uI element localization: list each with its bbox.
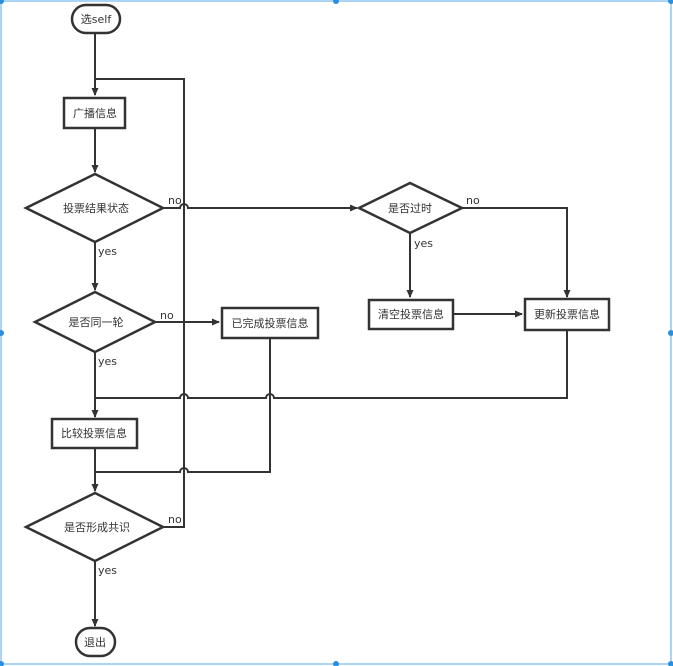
consensus-decision[interactable] bbox=[23, 491, 166, 563]
expired-decision[interactable] bbox=[356, 181, 465, 235]
edge-consensus-no-loop bbox=[95, 78, 185, 528]
clear-vote-box[interactable] bbox=[367, 298, 455, 331]
vote-status-yes-label: yes bbox=[98, 245, 117, 258]
resize-handle-bottom-right[interactable] bbox=[668, 661, 673, 666]
clear-vote-label: 清空投票信息 bbox=[378, 307, 444, 321]
compare-vote-box[interactable] bbox=[50, 417, 139, 450]
same-round-decision[interactable] bbox=[32, 290, 158, 354]
start-label: 选self bbox=[81, 13, 113, 26]
consensus-no-label: no bbox=[168, 513, 182, 526]
broadcast-box[interactable] bbox=[62, 96, 127, 130]
resize-handle-bottom-left[interactable] bbox=[0, 661, 4, 666]
exit-label: 退出 bbox=[84, 635, 106, 649]
edge-vote-status-no bbox=[163, 203, 358, 212]
start-terminator[interactable] bbox=[70, 3, 122, 35]
resize-handle-bottom[interactable] bbox=[333, 661, 339, 666]
update-vote-label: 更新投票信息 bbox=[534, 307, 600, 321]
resize-handle-right[interactable] bbox=[668, 330, 673, 336]
consensus-label: 是否形成共识 bbox=[64, 521, 130, 534]
resize-handle-top-left[interactable] bbox=[0, 0, 4, 4]
same-round-no-label: no bbox=[160, 309, 174, 322]
vote-status-no-label: no bbox=[168, 194, 182, 207]
compare-vote-label: 比较投票信息 bbox=[61, 426, 127, 440]
same-round-label: 是否同一轮 bbox=[69, 315, 124, 329]
same-round-yes-label: yes bbox=[98, 355, 117, 368]
expired-no-label: no bbox=[466, 194, 480, 207]
edge-expired-no bbox=[462, 207, 571, 298]
expired-yes-label: yes bbox=[414, 237, 433, 250]
expired-label: 是否过时 bbox=[388, 202, 432, 215]
broadcast-label: 广播信息 bbox=[73, 106, 117, 120]
resize-handle-left[interactable] bbox=[0, 330, 4, 336]
vote-status-decision[interactable] bbox=[23, 172, 166, 244]
edge-completed-return bbox=[95, 338, 271, 473]
completed-vote-box[interactable] bbox=[220, 306, 320, 340]
vote-status-label: 投票结果状态 bbox=[63, 201, 129, 215]
resize-handle-top[interactable] bbox=[333, 0, 339, 4]
edge-update-return bbox=[95, 330, 568, 399]
update-vote-box[interactable] bbox=[523, 297, 611, 332]
exit-terminator[interactable] bbox=[74, 626, 117, 658]
resize-handle-top-right[interactable] bbox=[668, 0, 673, 4]
completed-vote-label: 已完成投票信息 bbox=[232, 316, 309, 330]
consensus-yes-label: yes bbox=[98, 564, 117, 577]
